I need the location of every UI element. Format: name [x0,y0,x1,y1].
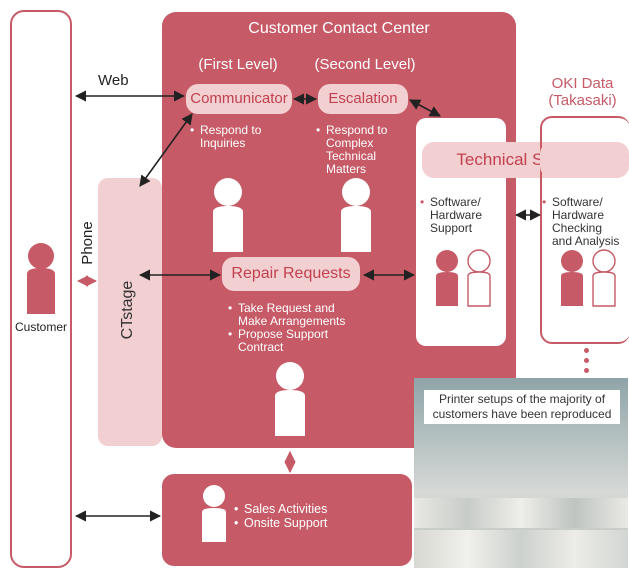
communicator-person-icon [213,178,243,252]
oki-person-outline-icon [592,249,616,307]
web-label: Web [98,72,129,89]
repair-person-icon [275,362,305,436]
printer-row [414,530,628,568]
bullet-icon: • [316,123,321,137]
bullet-icon: • [234,502,239,516]
bullet-icon: • [420,195,425,209]
technical-support-notes: •Software/ Hardware Support [420,195,483,235]
contact-center-title: Customer Contact Center [248,20,430,37]
technical-support-box-overlay [540,142,629,178]
bullet-icon: • [234,516,239,530]
ctstage-communicator-arrow [139,113,193,187]
communicator-box: Communicator [186,84,292,114]
technical-support-person-outline-icon [467,249,491,307]
oki-person-icon [561,250,583,306]
photo-caption: Printer setups of the majority of custom… [424,390,620,424]
sales-person-icon [202,485,226,542]
technical-support-person-icon [436,250,458,306]
repair-requests-box: Repair Requests [222,257,360,291]
sales-notes: •Sales Activities •Onsite Support [234,502,328,530]
ctstage-bar [98,178,162,446]
oki-data-title: OKI Data (Takasaki) [548,75,617,109]
customer-label: Customer [14,320,67,334]
bullet-icon: • [228,301,233,315]
escalation-techsupport-arrow [409,99,441,117]
oki-data-panel [540,116,629,344]
escalation-person-icon [341,178,371,252]
printer-row [414,498,628,528]
customer-person-icon [27,243,55,314]
bullet-icon: • [228,327,233,341]
oki-data-notes: •Software/ Hardware Checking and Analysi… [542,195,620,248]
repair-notes: •Take Request and Make Arrangements •Pro… [228,301,346,354]
second-level-notes: •Respond to Complex Technical Matters [316,123,388,176]
second-level-heading: (Second Level) [314,56,416,73]
escalation-box: Escalation [318,84,408,114]
bullet-icon: • [542,195,547,209]
first-level-heading: (First Level) [198,56,278,73]
continuation-dots [584,348,590,373]
first-level-notes: •Respond to Inquiries [190,123,262,150]
